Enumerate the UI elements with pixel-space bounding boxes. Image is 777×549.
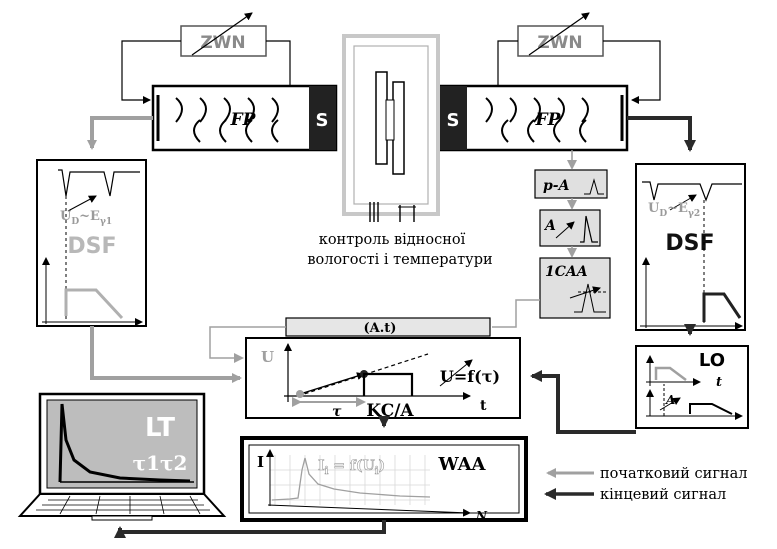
lo-title: LO <box>699 350 725 371</box>
waa-i-axis: I <box>257 453 264 471</box>
caa-label: 1CAA <box>545 264 588 280</box>
s-left-label: S <box>316 110 329 131</box>
initial-signal-paths <box>87 116 242 383</box>
at-label: (A.t) <box>364 321 397 336</box>
initial-signal-thin <box>209 299 540 363</box>
dsf-right-formula: UD~Eγ2 <box>648 201 700 219</box>
s-right-label: S <box>447 110 460 131</box>
a-block: A <box>539 209 601 247</box>
lo-a: A <box>665 393 675 407</box>
waa-title: WAA <box>438 454 487 475</box>
dsf-left-block: UD~Eγ1 DSF <box>36 159 147 327</box>
final-signal-paths <box>114 116 696 538</box>
caa-block: 1CAA <box>539 257 611 319</box>
waa-n-axis: N <box>475 509 488 523</box>
legend: початковий сигнал кінцевий сигнал <box>544 466 747 503</box>
dsf-left-formula: UD~Eγ1 <box>60 209 112 227</box>
lo-block: LO t A <box>635 345 749 429</box>
fp-right-block: S FP <box>438 84 629 152</box>
fp-right-label: FP <box>535 110 562 130</box>
kca-title: KC/A <box>366 401 414 421</box>
dsf-right-block: UD~Eγ2 DSF <box>635 163 746 331</box>
dsf-left-title: DSF <box>67 234 116 259</box>
zwn-left-label: ZWN <box>200 33 245 53</box>
pa-block: p-A <box>534 169 608 199</box>
lt-title: LT <box>145 413 175 443</box>
zwn-right-label: ZWN <box>537 33 582 53</box>
zwn-wires <box>121 40 661 104</box>
kca-function: U=f(τ) <box>440 367 500 386</box>
zwn-right-block: ZWN <box>517 12 604 57</box>
humidity-label-line1: контроль відносної <box>319 232 466 248</box>
fp-left-block: S FP <box>151 84 338 152</box>
lo-t-axis: t <box>716 375 722 390</box>
laptop-lt: LT τ1τ2 <box>17 392 227 521</box>
legend-initial-label: початковий сигнал <box>600 466 747 482</box>
at-bar: (A.t) <box>285 317 491 337</box>
kca-tau: τ <box>332 404 342 420</box>
waa-block: I Ii = f(Ui) WAA N <box>240 436 528 523</box>
kca-t-axis: t <box>480 398 487 414</box>
lt-taus: τ1τ2 <box>133 451 188 475</box>
legend-final-label: кінцевий сигнал <box>600 487 726 503</box>
zwn-left-block: ZWN <box>180 12 267 57</box>
pa-label: p-A <box>543 178 570 194</box>
humidity-label-line2: вологості і температури <box>307 252 492 268</box>
dsf-right-title: DSF <box>665 231 714 256</box>
waa-function: Ii = f(Ui) <box>318 458 385 477</box>
kca-block: U t τ U=f(τ) KC/A <box>245 337 521 421</box>
a-label: A <box>543 218 556 234</box>
kca-u-axis: U <box>261 348 274 366</box>
sample-chamber <box>342 34 440 222</box>
fp-left-label: FP <box>230 110 257 130</box>
